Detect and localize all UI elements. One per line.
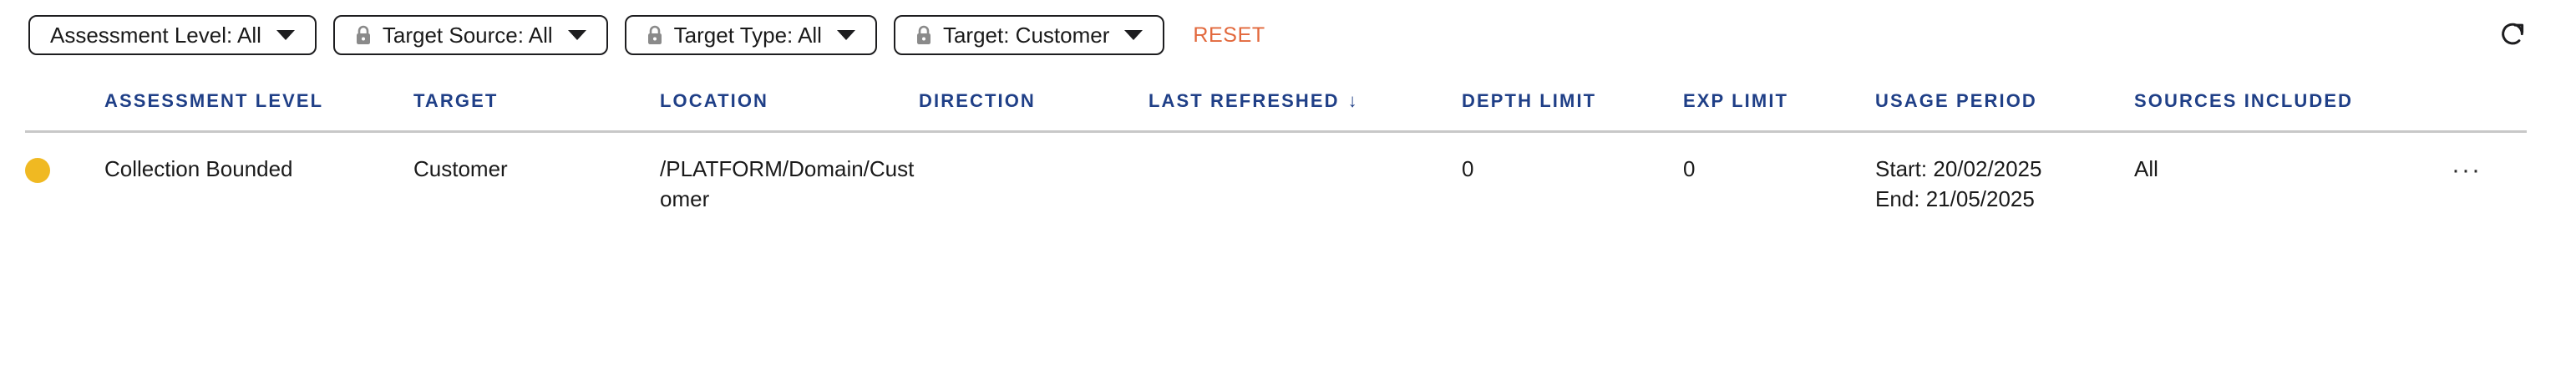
column-header-exp-limit[interactable]: EXP LIMIT <box>1683 70 1875 133</box>
filter-assessment-level[interactable]: Assessment Level: All <box>28 15 317 55</box>
column-header-last-refreshed-label: LAST REFRESHED <box>1149 90 1340 111</box>
filter-target-type-label: Target Type: All <box>673 23 822 48</box>
column-header-location-label: LOCATION <box>660 90 769 111</box>
filter-bar: Assessment Level: All Target Source: All… <box>0 0 2576 70</box>
cell-exp-limit: 0 <box>1683 156 1696 181</box>
cell-direction <box>919 132 1149 236</box>
column-header-assessment-level[interactable]: ASSESSMENT LEVEL <box>104 70 413 133</box>
column-header-sources-included-label: SOURCES INCLUDED <box>2134 90 2354 111</box>
reset-filters-button[interactable]: RESET <box>1193 23 1265 47</box>
chevron-down-icon <box>567 30 586 40</box>
lock-icon <box>647 25 663 46</box>
chevron-down-icon <box>1124 30 1143 40</box>
column-header-target[interactable]: TARGET <box>413 70 660 133</box>
cell-assessment-level: Collection Bounded <box>104 156 293 181</box>
row-overflow-menu-icon[interactable]: ··· <box>2452 156 2482 184</box>
column-header-usage-period[interactable]: USAGE PERIOD <box>1875 70 2134 133</box>
cell-status <box>25 132 104 236</box>
usage-period-start: Start: 20/02/2025 <box>1875 156 2042 181</box>
filter-target-type[interactable]: Target Type: All <box>624 15 877 55</box>
cell-usage-period: Start: 20/02/2025 End: 21/05/2025 <box>1875 132 2134 236</box>
column-header-exp-limit-label: EXP LIMIT <box>1683 90 1789 111</box>
lock-icon <box>915 25 932 46</box>
column-header-direction-label: DIRECTION <box>919 90 1036 111</box>
table-header: ASSESSMENT LEVEL TARGET LOCATION DIRECTI… <box>25 70 2527 133</box>
results-table-container: ASSESSMENT LEVEL TARGET LOCATION DIRECTI… <box>0 70 2576 236</box>
cell-sources-included: All <box>2134 156 2158 181</box>
lock-icon <box>355 25 372 46</box>
column-header-target-label: TARGET <box>413 90 499 111</box>
assessments-table: ASSESSMENT LEVEL TARGET LOCATION DIRECTI… <box>25 70 2527 236</box>
column-header-location[interactable]: LOCATION <box>660 70 919 133</box>
usage-period-end: End: 21/05/2025 <box>1875 185 2035 211</box>
cell-actions: ··· <box>2452 132 2527 236</box>
column-header-assessment-level-label: ASSESSMENT LEVEL <box>104 90 324 111</box>
table-row[interactable]: Collection Bounded Customer /PLATFORM/Do… <box>25 132 2527 236</box>
column-header-sources-included[interactable]: SOURCES INCLUDED <box>2134 70 2452 133</box>
refresh-icon[interactable] <box>2496 18 2529 52</box>
filter-target-source-label: Target Source: All <box>382 23 553 48</box>
status-dot-amber <box>25 158 50 183</box>
cell-last-refreshed <box>1149 132 1462 236</box>
chevron-down-icon <box>276 30 295 40</box>
filter-target[interactable]: Target: Customer <box>893 15 1165 55</box>
chevron-down-icon <box>836 30 855 40</box>
column-header-direction[interactable]: DIRECTION <box>919 70 1149 133</box>
column-header-depth-limit-label: DEPTH LIMIT <box>1462 90 1597 111</box>
filter-target-source[interactable]: Target Source: All <box>332 15 608 55</box>
cell-location: /PLATFORM/Domain/Customer <box>660 156 915 211</box>
filter-assessment-level-label: Assessment Level: All <box>50 23 261 48</box>
sort-descending-icon: ↓ <box>1347 90 1357 111</box>
cell-depth-limit: 0 <box>1462 156 1474 181</box>
column-header-last-refreshed[interactable]: LAST REFRESHED ↓ <box>1149 70 1462 133</box>
table-header-row: ASSESSMENT LEVEL TARGET LOCATION DIRECTI… <box>25 70 2527 133</box>
cell-target: Customer <box>413 156 508 181</box>
column-header-depth-limit[interactable]: DEPTH LIMIT <box>1462 70 1683 133</box>
column-header-status <box>25 70 104 133</box>
table-body: Collection Bounded Customer /PLATFORM/Do… <box>25 132 2527 236</box>
column-header-usage-period-label: USAGE PERIOD <box>1875 90 2037 111</box>
column-header-actions <box>2452 70 2527 133</box>
filter-target-label: Target: Customer <box>942 23 1110 48</box>
